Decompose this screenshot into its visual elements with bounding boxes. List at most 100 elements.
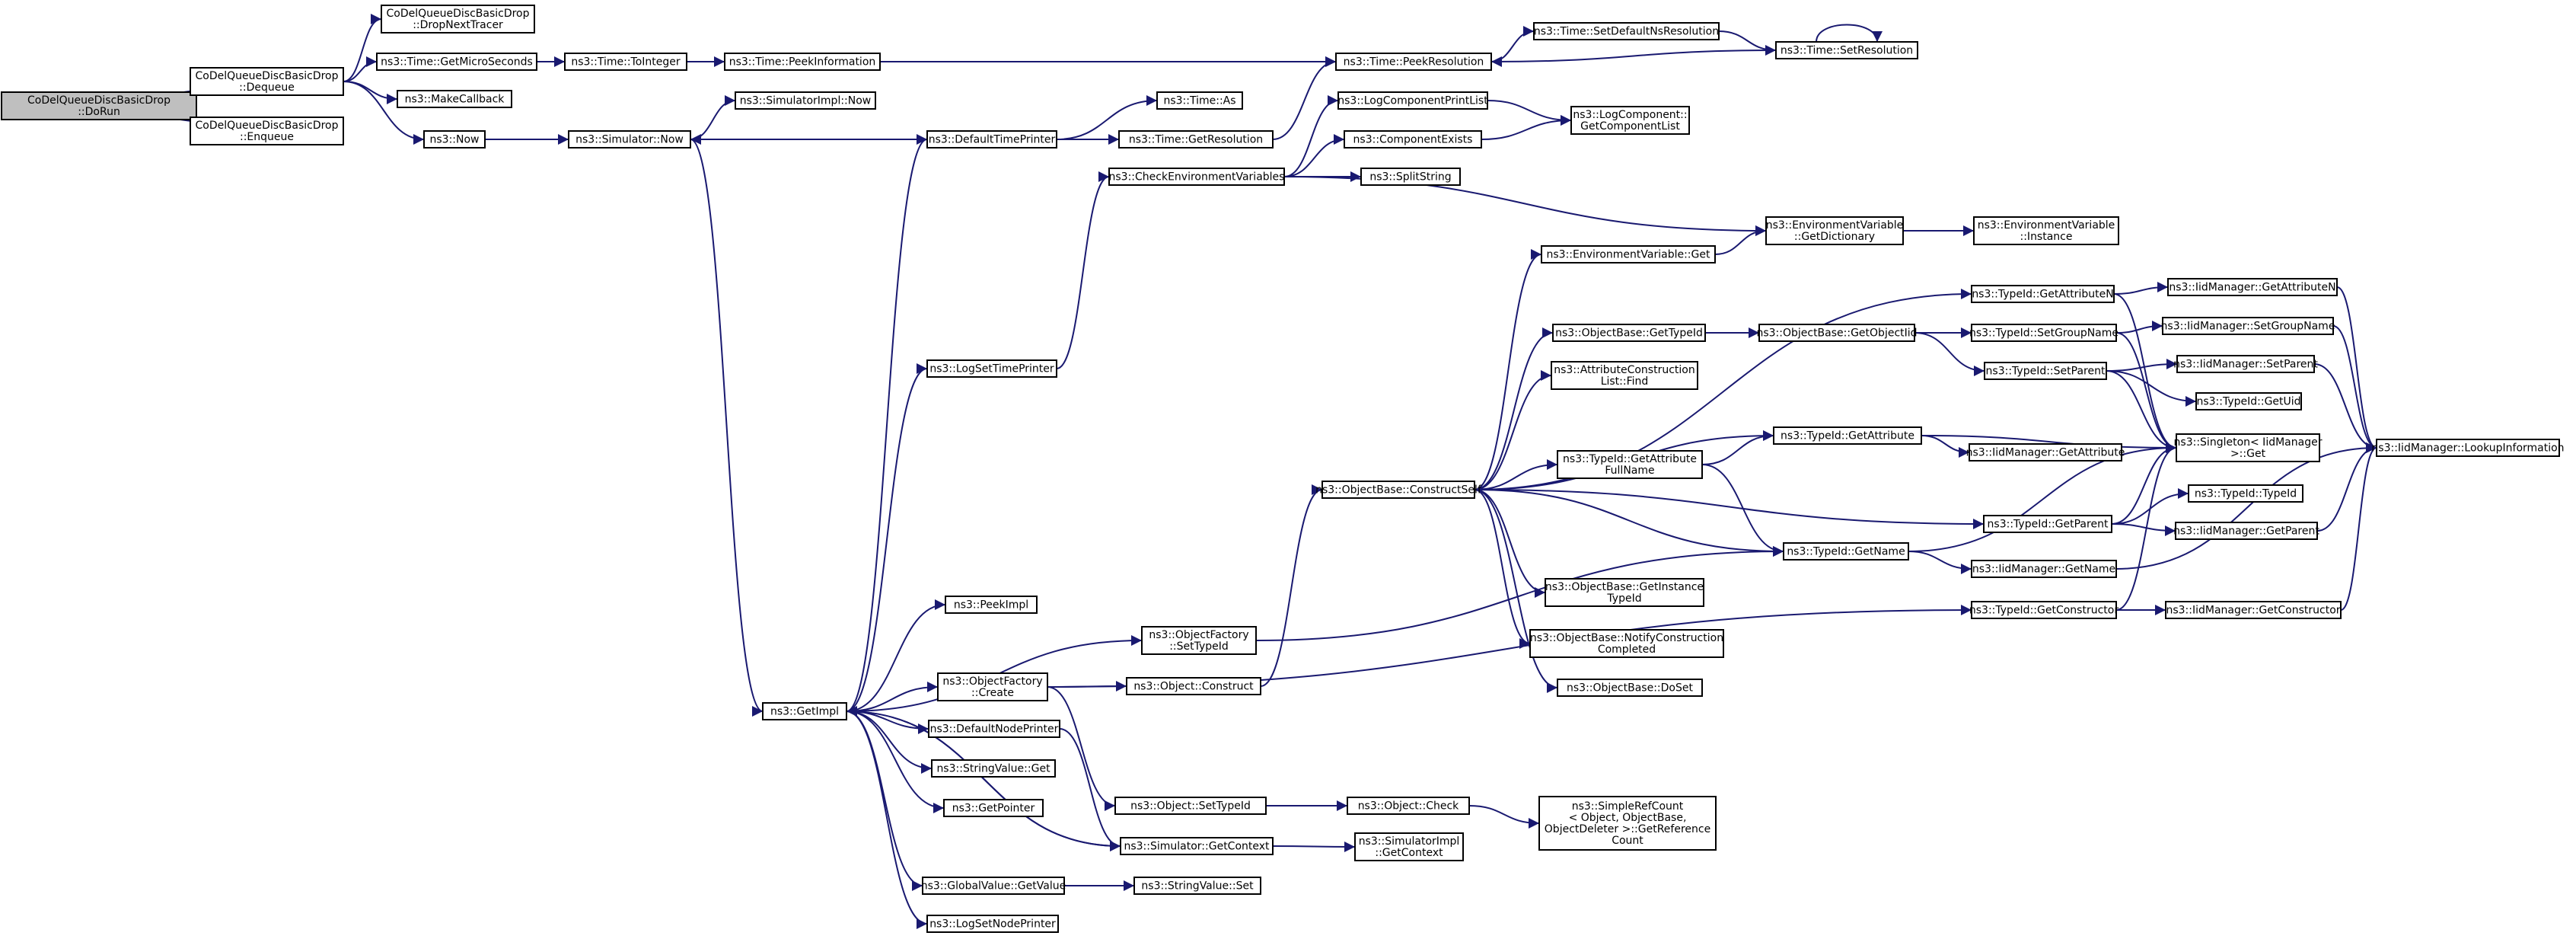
- node-iidsetgroupname[interactable]: ns3::IidManager::SetGroupName: [2161, 317, 2335, 335]
- node-label: ns3::ObjectBase::GetObjectIid: [1756, 327, 1917, 340]
- call-edge-envget-to-getdictionary: [1714, 225, 1767, 255]
- node-getdictionary[interactable]: ns3::EnvironmentVariable::GetDictionary: [1765, 216, 1904, 245]
- node-simimplgetcontext[interactable]: ns3::SimulatorImpl::GetContext: [1354, 832, 1464, 861]
- node-now[interactable]: ns3::Now: [423, 130, 486, 149]
- node-getmicroseconds[interactable]: ns3::Time::GetMicroSeconds: [376, 53, 537, 71]
- node-notifyconstruction[interactable]: ns3::ObjectBase::NotifyConstructionCompl…: [1529, 629, 1724, 658]
- node-objectsettypeid[interactable]: ns3::Object::SetTypeId: [1114, 797, 1267, 815]
- call-edge-objectcheck-to-simplerefcount: [1468, 805, 1540, 829]
- node-box: [1971, 324, 2117, 342]
- node-splitstring[interactable]: ns3::SplitString: [1360, 168, 1461, 186]
- node-stringvalueset[interactable]: ns3::StringValue::Set: [1133, 877, 1261, 895]
- node-box: [2175, 522, 2318, 540]
- node-setresolution[interactable]: ns3::Time::SetResolution: [1775, 41, 1918, 59]
- call-edge-logcomponentprintlist-to-getcomponentlist: [1487, 100, 1572, 126]
- node-label: CoDelQueueDiscBasicDrop: [386, 8, 529, 20]
- node-constructself[interactable]: ns3::ObjectBase::ConstructSelf: [1315, 481, 1482, 499]
- node-label: ns3::Simulator::Now: [575, 134, 684, 146]
- node-componentexists[interactable]: ns3::ComponentExists: [1344, 130, 1482, 149]
- node-box: [1775, 41, 1918, 59]
- node-box: [1133, 877, 1261, 895]
- node-peekimpl[interactable]: ns3::PeekImpl: [945, 596, 1038, 614]
- call-edge-getattributefullname-to-getattribute: [1701, 430, 1774, 465]
- node-stringvalueget[interactable]: ns3::StringValue::Get: [931, 759, 1056, 778]
- call-edge-simgetcontext-to-simimplgetcontext: [1272, 841, 1356, 852]
- call-edge-simulatornow-to-getimpl: [690, 139, 764, 717]
- node-tointeger[interactable]: ns3::Time::ToInteger: [564, 53, 687, 71]
- call-edge-setdefaultnsresolution-to-setresolution: [1718, 30, 1777, 56]
- node-box: [926, 915, 1059, 933]
- node-setdefaultnsresolution[interactable]: ns3::Time::SetDefaultNsResolution: [1533, 22, 1720, 40]
- node-box: [2165, 601, 2342, 619]
- node-peekresolution[interactable]: ns3::Time::PeekResolution: [1335, 53, 1492, 71]
- node-label: ns3::IidManager::GetAttributeN: [2169, 282, 2335, 294]
- node-box: [1533, 22, 1720, 40]
- node-iidgetattribute[interactable]: ns3::IidManager::GetAttribute: [1966, 443, 2125, 462]
- node-checkenv[interactable]: ns3::CheckEnvironmentVariables: [1108, 168, 1285, 186]
- node-peekinformation[interactable]: ns3::Time::PeekInformation: [724, 53, 881, 71]
- node-label: ns3::SimulatorImpl::Now: [740, 95, 872, 107]
- node-getuid[interactable]: ns3::TypeId::GetUid: [2195, 392, 2302, 410]
- node-timeas[interactable]: ns3::Time::As: [1156, 91, 1243, 110]
- node-objectcheck[interactable]: ns3::Object::Check: [1347, 797, 1470, 815]
- node-label: ns3::IidManager::GetAttribute: [1966, 447, 2125, 459]
- node-simulatornow[interactable]: ns3::Simulator::Now: [568, 130, 691, 149]
- node-enqueue[interactable]: CoDelQueueDiscBasicDrop::Enqueue: [190, 117, 344, 145]
- node-getobjectbasetypeid[interactable]: ns3::ObjectBase::GetTypeId: [1552, 324, 1706, 342]
- node-label: ::GetDictionary: [1794, 231, 1875, 243]
- call-edge-constructself-to-envget: [1474, 249, 1542, 490]
- node-defaulttimeprinter[interactable]: ns3::DefaultTimePrinter: [926, 130, 1057, 149]
- node-logcomponentprintlist[interactable]: ns3::LogComponentPrintList: [1337, 91, 1488, 110]
- node-setgroupname[interactable]: ns3::TypeId::SetGroupName: [1969, 324, 2119, 342]
- node-getobjectiid[interactable]: ns3::ObjectBase::GetObjectIid: [1756, 324, 1918, 342]
- node-logsettimeprinter[interactable]: ns3::LogSetTimePrinter: [926, 359, 1057, 378]
- call-edge-dequeue-to-getmicroseconds: [343, 56, 378, 82]
- call-edge-getimpl-to-peekimpl: [846, 599, 946, 712]
- node-objfactorysettypeid[interactable]: ns3::ObjectFactory::SetTypeId: [1141, 626, 1257, 655]
- node-getpointer[interactable]: ns3::GetPointer: [943, 799, 1044, 817]
- node-lookupinformation[interactable]: ns3::IidManager::LookupInformation: [2371, 439, 2565, 457]
- node-getname[interactable]: ns3::TypeId::GetName: [1783, 542, 1909, 561]
- node-objfactorycreate[interactable]: ns3::ObjectFactory::Create: [937, 672, 1048, 701]
- node-simplerefcount[interactable]: ns3::SimpleRefCount< Object, ObjectBase,…: [1538, 796, 1717, 851]
- node-envinstance[interactable]: ns3::EnvironmentVariable::Instance: [1973, 216, 2119, 245]
- node-box: [928, 720, 1060, 738]
- node-getimpl[interactable]: ns3::GetImpl: [762, 702, 847, 720]
- node-getconstructor[interactable]: ns3::TypeId::GetConstructor: [1969, 601, 2119, 619]
- node-label: ns3::ObjectFactory: [1149, 629, 1248, 641]
- node-getattribute[interactable]: ns3::TypeId::GetAttribute: [1773, 426, 1922, 445]
- node-iidgetconstructor[interactable]: ns3::IidManager::GetConstructor: [2165, 601, 2342, 619]
- node-simulatorimplnow[interactable]: ns3::SimulatorImpl::Now: [735, 91, 876, 110]
- node-getparent[interactable]: ns3::TypeId::GetParent: [1983, 515, 2112, 533]
- node-getcomponentlist[interactable]: ns3::LogComponent::GetComponentList: [1570, 106, 1690, 135]
- node-iidgetattributen[interactable]: ns3::IidManager::GetAttributeN: [2167, 278, 2338, 296]
- node-box: [926, 359, 1057, 378]
- node-label: ns3::ObjectBase::GetTypeId: [1555, 327, 1703, 340]
- node-typeidtypeid[interactable]: ns3::TypeId::TypeId: [2188, 484, 2303, 503]
- node-logsetnodeprinter[interactable]: ns3::LogSetNodePrinter: [926, 915, 1059, 933]
- node-iidgetname[interactable]: ns3::IidManager::GetName: [1971, 560, 2117, 578]
- node-getattributen[interactable]: ns3::TypeId::GetAttributeN: [1971, 285, 2115, 303]
- node-box: [1321, 481, 1475, 499]
- node-iidgetparent[interactable]: ns3::IidManager::GetParent: [2173, 522, 2319, 540]
- node-makecallback[interactable]: ns3::MakeCallback: [397, 90, 512, 108]
- node-setparent[interactable]: ns3::TypeId::SetParent: [1984, 362, 2107, 380]
- node-label: ns3::LogComponent::: [1573, 109, 1687, 121]
- node-objectconstruct[interactable]: ns3::Object::Construct: [1126, 677, 1261, 695]
- node-getresolution[interactable]: ns3::Time::GetResolution: [1118, 130, 1274, 149]
- node-iidsetparent[interactable]: ns3::IidManager::SetParent: [2173, 355, 2318, 373]
- node-envget[interactable]: ns3::EnvironmentVariable::Get: [1541, 245, 1716, 263]
- node-simgetcontext[interactable]: ns3::Simulator::GetContext: [1120, 837, 1274, 855]
- node-defaultnodeprinter[interactable]: ns3::DefaultNodePrinter: [928, 720, 1060, 738]
- node-dequeue[interactable]: CoDelQueueDiscBasicDrop::Dequeue: [190, 67, 344, 96]
- node-dorun[interactable]: CoDelQueueDiscBasicDrop::DoRun: [1, 91, 197, 120]
- node-singletonget[interactable]: ns3::Singleton< IidManager>::Get: [2174, 433, 2323, 462]
- call-edge-objectconstruct-to-constructself: [1260, 484, 1323, 687]
- node-dropnexttracer[interactable]: CoDelQueueDiscBasicDrop::DropNextTracer: [381, 5, 535, 34]
- node-globalvalueget[interactable]: ns3::GlobalValue::GetValue: [921, 877, 1066, 895]
- node-doset[interactable]: ns3::ObjectBase::DoSet: [1557, 679, 1703, 697]
- node-label: ns3::ObjectFactory: [942, 676, 1042, 688]
